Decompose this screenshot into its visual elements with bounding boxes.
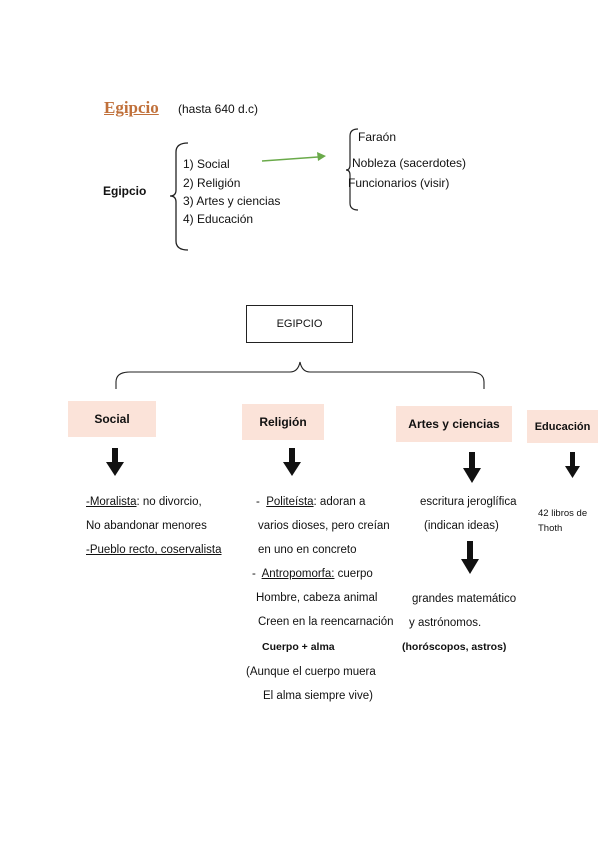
religion-dash-2: -	[252, 568, 262, 580]
social-line-3: -Pueblo recto, coservalista	[86, 544, 222, 556]
artes-line-3: grandes matemático	[412, 593, 517, 605]
branch-title-social: Social	[94, 412, 130, 426]
branch-title-artes: Artes y ciencias	[408, 417, 500, 431]
outline-item-2: 2) Religión	[183, 176, 241, 190]
religion-antropomorfa: Antropomorfa:	[261, 568, 335, 580]
green-arrow-head	[317, 152, 326, 161]
religion-line-2: varios dioses, pero creían	[258, 520, 390, 532]
branch-title-educacion: Educación	[534, 420, 591, 433]
outline-brace	[169, 142, 189, 251]
outline-item-1: 1) Social	[183, 157, 230, 171]
religion-politeista: Politeísta	[266, 496, 314, 508]
outline-item-3: 3) Artes y ciencias	[183, 194, 281, 208]
religion-line-8: (Aunque el cuerpo muera	[246, 666, 376, 678]
page-title: Egipcio	[104, 98, 159, 117]
class-faraon: Faraón	[358, 130, 397, 144]
artes-line-1: escritura jeroglífica	[420, 496, 517, 508]
class-nobleza: Nobleza (sacerdotes)	[352, 156, 467, 170]
religion-line-3: en uno en concreto	[258, 544, 357, 556]
artes-line-5: (horóscopos, astros)	[402, 641, 507, 653]
down-arrow-icon-social	[106, 448, 124, 476]
religion-line-1: - Politeísta: adoran a	[256, 496, 365, 508]
religion-antropomorfa-rest: cuerpo	[334, 568, 373, 580]
outline-item-4: 4) Educación	[183, 212, 254, 226]
green-arrow-line	[261, 156, 319, 162]
social-line-2: No abandonar menores	[86, 520, 207, 532]
religion-line-5: Hombre, cabeza animal	[256, 592, 378, 604]
artes-line-2: (indican ideas)	[424, 520, 499, 532]
religion-line-4: - Antropomorfa: cuerpo	[252, 568, 373, 580]
down-arrow-icon-artes-2	[461, 541, 479, 574]
outline-root-label: Egipcio	[103, 184, 147, 198]
educacion-line-1: 42 libros de	[538, 508, 588, 519]
down-arrow-icon-artes	[463, 452, 481, 483]
branch-brace	[115, 361, 485, 389]
branch-title-religion: Religión	[259, 415, 307, 429]
religion-politeista-rest: : adoran a	[313, 496, 366, 508]
social-moralista-rest: : no divorcio,	[136, 496, 202, 508]
branch-box-social: Social	[68, 401, 156, 437]
branch-box-religion: Religión	[242, 404, 324, 440]
religion-line-7: Cuerpo + alma	[262, 641, 335, 653]
religion-line-6: Creen en la reencarnación	[258, 616, 394, 628]
educacion-line-2: Thoth	[538, 523, 563, 534]
religion-dash-1: -	[256, 496, 267, 508]
artes-line-4: y astrónomos.	[409, 617, 482, 629]
social-line-1: -Moralista: no divorcio,	[86, 496, 202, 508]
class-funcionarios: Funcionarios (visir)	[348, 176, 450, 190]
down-arrow-icon-educacion	[565, 452, 580, 478]
branch-box-artes: Artes y ciencias	[396, 406, 512, 442]
root-box: EGIPCIO	[246, 305, 353, 343]
root-box-label: EGIPCIO	[276, 318, 323, 330]
social-moralista: -Moralista	[86, 496, 137, 508]
religion-line-9: El alma siempre vive)	[263, 690, 373, 702]
down-arrow-icon-religion	[283, 448, 301, 476]
branch-box-educacion: Educación	[527, 410, 598, 443]
period-note: (hasta 640 d.c)	[178, 102, 259, 116]
classes-brace	[345, 128, 359, 211]
